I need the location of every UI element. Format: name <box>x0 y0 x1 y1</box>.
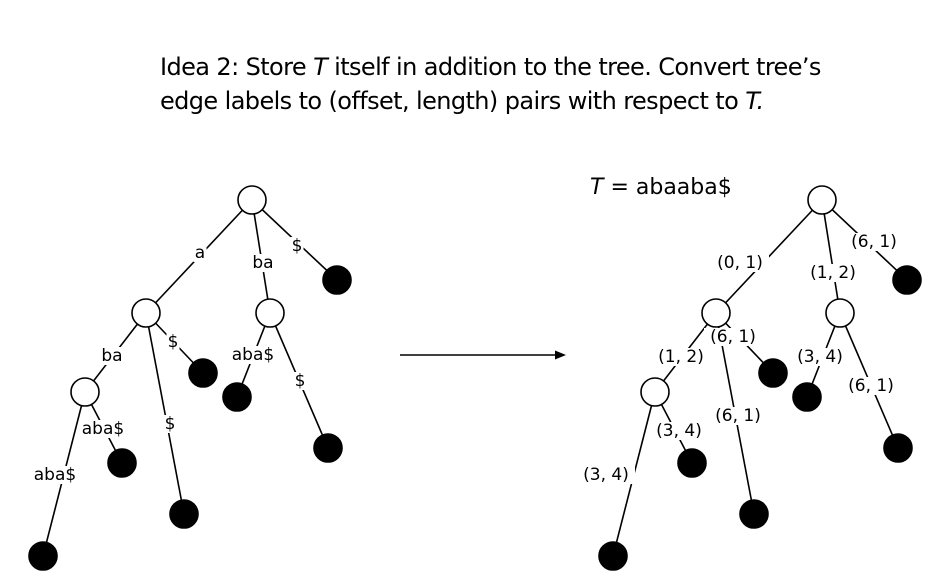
left-tree-edge-label: ba <box>252 253 273 273</box>
edge-label-background <box>35 466 75 484</box>
left-tree-internal-node <box>237 185 267 215</box>
right-tree-edge-label: (6, 1) <box>848 376 894 396</box>
edge-label-background <box>711 254 769 272</box>
right-tree-edge-label: (6, 1) <box>715 406 761 426</box>
left-tree-edge-label: aba$ <box>82 419 124 439</box>
edge-label-background <box>650 422 708 440</box>
right-tree-edge-label: (1, 2) <box>658 347 704 367</box>
edge-label-background <box>233 346 273 364</box>
left-tree-leaf-node <box>322 265 352 295</box>
edge-label-background <box>290 237 304 255</box>
left-tree-leaf-node <box>169 499 199 529</box>
title-var: T. <box>745 87 764 115</box>
left-tree-leaf-node <box>222 382 252 412</box>
edge-label-background <box>704 328 762 346</box>
edge-label-background <box>842 377 900 395</box>
title-text: itself in addition to the tree. Convert … <box>327 53 821 81</box>
title-line-1: Idea 2: Store T itself in addition to th… <box>160 50 821 84</box>
right-tree-edge-label: (1, 2) <box>810 263 856 283</box>
left-tree-edge <box>145 312 185 515</box>
left-tree-internal-node <box>131 298 161 328</box>
right-tree-leaf-node <box>883 433 913 463</box>
edge-label-background <box>83 420 123 438</box>
right-tree-edge-label: (0, 1) <box>717 253 763 273</box>
title-text: edge labels to (offset, length) pairs wi… <box>160 87 746 115</box>
left-tree-edge-label: $ <box>168 332 179 352</box>
title-line-2: edge labels to (offset, length) pairs wi… <box>160 84 821 118</box>
left-tree-internal-node <box>255 298 285 328</box>
edge-label-background <box>577 466 635 484</box>
left-tree-edge-label: $ <box>295 371 306 391</box>
right-tree-edge <box>821 199 841 314</box>
right-tree-internal-node <box>825 298 855 328</box>
right-tree-leaf-node <box>677 448 707 478</box>
edge-label-background <box>252 254 274 272</box>
left-tree-edge-label: $ <box>165 414 176 434</box>
slide-title: Idea 2: Store T itself in addition to th… <box>160 50 821 118</box>
right-tree-leaf-node <box>758 358 788 388</box>
left-tree-edge-label: $ <box>292 236 303 256</box>
right-tree-edge-label: (3, 4) <box>583 465 629 485</box>
right-tree-leaf-node <box>892 265 922 295</box>
right-tree-edge-label: (3, 4) <box>797 347 843 367</box>
left-tree-leaf-node <box>28 541 58 571</box>
left-tree-edge-label: aba$ <box>232 345 274 365</box>
left-tree-edge-label: ba <box>101 346 122 366</box>
right-tree-leaf-node <box>739 499 769 529</box>
edge-label-background <box>193 244 207 262</box>
right-tree-leaf-node <box>598 541 628 571</box>
arrow-head-icon <box>555 350 566 360</box>
right-tree-edge-label: (6, 1) <box>851 232 897 252</box>
left-tree-edge-label: aba$ <box>34 465 76 485</box>
text-string-label: T = abaaba$ <box>590 175 732 200</box>
right-tree-internal-node <box>807 185 837 215</box>
right-tree-edge-label: (3, 4) <box>656 421 702 441</box>
left-tree-leaf-node <box>107 448 137 478</box>
edge-label-background <box>101 347 123 365</box>
edge-label-background <box>709 407 767 425</box>
edge-label-background <box>652 348 710 366</box>
edge-label-background <box>791 348 849 366</box>
edge-label-background <box>163 415 177 433</box>
title-var: T <box>313 53 328 81</box>
edge-label-background <box>293 372 307 390</box>
left-tree-edge-label: a <box>195 243 205 263</box>
left-tree-leaf-node <box>313 433 343 463</box>
right-tree-leaf-node <box>792 382 822 412</box>
right-tree-internal-node <box>701 298 731 328</box>
title-text: Idea 2: Store <box>160 53 314 81</box>
left-tree-internal-node <box>70 377 100 407</box>
left-tree-leaf-node <box>188 358 218 388</box>
right-tree-internal-node <box>640 377 670 407</box>
right-tree-edge-label: (6, 1) <box>710 327 756 347</box>
edge-label-background <box>166 333 180 351</box>
edge-label-background <box>845 233 903 251</box>
edge-label-background <box>804 264 862 282</box>
